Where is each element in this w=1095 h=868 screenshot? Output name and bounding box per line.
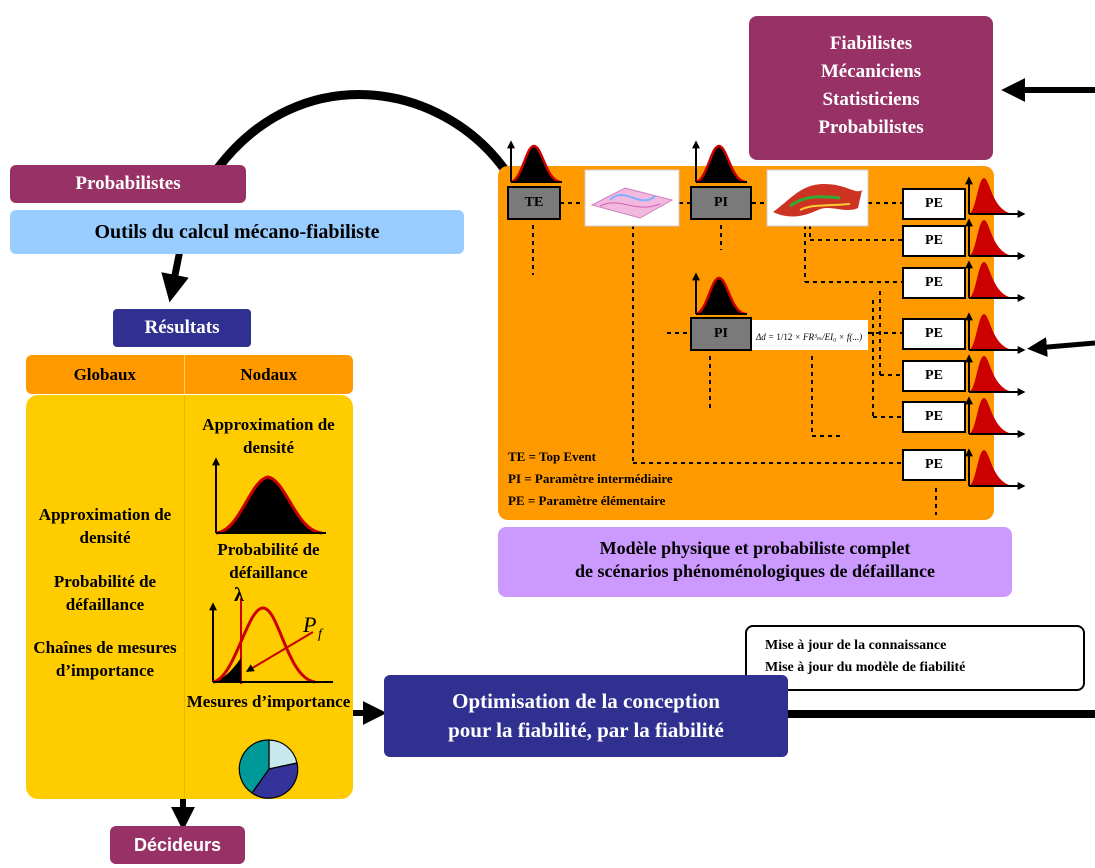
legend-pi: PI = Paramètre intermédiaire: [508, 471, 673, 486]
legend-te: TE = Top Event: [508, 449, 596, 464]
node-pe-5: PE: [902, 360, 966, 392]
nodal-failure-prob: Probabilité de défaillance: [217, 540, 320, 582]
results-body: [26, 395, 353, 799]
optimisation-box: Optimisation de la conception pour la fi…: [384, 675, 788, 757]
update-line-2: Mise à jour du modèle de fiabilité: [765, 660, 966, 675]
nodal-density: Approximation de densité: [202, 415, 335, 457]
update-box: Mise à jour de la connaissance Mise à jo…: [745, 625, 1085, 691]
tools-box: Outils du calcul mécano-fiabiliste: [10, 210, 464, 254]
nodal-importance: Mesures d’importance: [186, 692, 351, 711]
role-statisticiens: Statisticiens: [822, 89, 920, 110]
probabilistes-label: Probabilistes: [75, 173, 181, 194]
decideurs-box: Décideurs: [110, 826, 245, 864]
node-pe-4: PE: [902, 318, 966, 350]
results-title-box: Résultats: [113, 309, 251, 347]
global-density: Approximation de densité: [38, 505, 172, 547]
node-pe-1: PE: [902, 188, 966, 220]
col-global-label: Globaux: [73, 364, 136, 384]
node-te: TE: [507, 186, 561, 220]
decideurs-label: Décideurs: [133, 834, 222, 855]
optim-line-1: Optimisation de la conception: [452, 689, 720, 713]
node-pi-2: PI: [690, 317, 752, 351]
results-title: Résultats: [144, 317, 220, 338]
role-fiabilistes: Fiabilistes: [829, 33, 913, 54]
node-pe-6: PE: [902, 401, 966, 433]
experts-box: Fiabilistes Mécaniciens Statisticiens Pr…: [749, 16, 993, 160]
global-failure-prob: Probabilité de défaillance: [53, 572, 157, 614]
pf-symbol: P: [302, 612, 316, 637]
col-global-header: Globaux: [26, 355, 185, 394]
importance-pie: [238, 739, 299, 799]
update-line-1: Mise à jour de la connaissance: [765, 638, 947, 653]
role-probabilistes: Probabilistes: [818, 117, 924, 138]
arrow-into-model: [1027, 337, 1095, 358]
node-pe-3: PE: [902, 267, 966, 299]
node-density-glyphs: [507, 140, 747, 316]
tools-label: Outils du calcul mécano-fiabiliste: [94, 220, 380, 243]
probabilistes-box: Probabilistes: [10, 165, 246, 203]
svg-text:Δd = 1/12 × FR³ₘ/EI₀ × f(...): Δd = 1/12 × FR³ₘ/EI₀ × f(...): [755, 332, 862, 342]
node-pi-1: PI: [690, 186, 752, 220]
global-importance-chains: Chaînes de mesures d’importance: [33, 638, 177, 680]
failure-prob-plot: P f: [209, 598, 333, 684]
node-pe-7: PE: [902, 449, 966, 481]
caption-line-1: Modèle physique et probabiliste complet: [599, 538, 911, 558]
results-divider: [184, 395, 185, 799]
lambda-symbol: λ: [234, 584, 244, 606]
results-header: Globaux Nodaux: [26, 355, 353, 394]
formula-box: Δd = 1/12 × FR³ₘ/EI₀ × f(...): [752, 320, 868, 350]
arc-connector: [214, 90, 509, 173]
legend-pe: PE = Paramètre élémentaire: [508, 493, 666, 508]
model-legend: TE = Top Event PI = Paramètre intermédia…: [508, 446, 808, 512]
surface-plot-thumbnail: [584, 169, 680, 227]
col-nodal-header: Nodaux: [185, 355, 353, 394]
mechanical-part-thumbnail: [766, 169, 869, 227]
optim-line-2: pour la fiabilité, par la fiabilité: [448, 718, 724, 742]
arrow-tools-to-results: [161, 249, 189, 303]
density-plot: [212, 457, 326, 535]
pf-subscript: f: [318, 627, 324, 642]
model-caption: Modèle physique et probabiliste complet …: [498, 527, 1012, 597]
node-pe-2: PE: [902, 225, 966, 257]
caption-line-2: de scénarios phénoménologiques de défail…: [574, 561, 935, 581]
pe-distributions: [965, 176, 1026, 490]
col-nodal-label: Nodaux: [240, 364, 298, 384]
role-mecaniciens: Mécaniciens: [820, 61, 922, 82]
